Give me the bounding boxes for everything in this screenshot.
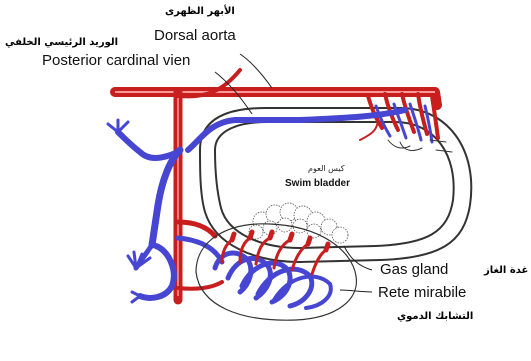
leader-rete-mirabile <box>340 290 372 292</box>
posterior-cardinal-arabic-label: الوريد الرئيسي الخلفي <box>5 37 118 48</box>
gas-gland-arabic-label: غدة الغاز <box>484 265 528 276</box>
gas-gland-label: Gas gland <box>380 261 448 278</box>
posterior-cardinal-label: Posterior cardinal vien <box>42 52 190 69</box>
swim-bladder-arabic-label: كيس العوم <box>308 164 345 173</box>
rete-mirabile-label: Rete mirabile <box>378 284 466 301</box>
leader-dorsal-aorta <box>240 54 272 88</box>
rete-mirabile-arabic-label: التشابك الدموي <box>397 311 473 322</box>
swim-bladder-label: Swim bladder <box>285 178 350 189</box>
dorsal-aorta-arabic-label: الأبهر الظهرى <box>165 6 235 17</box>
gas-gland-cluster <box>249 203 348 243</box>
posterior-rete-loops <box>215 232 331 308</box>
dorsal-aorta-label: Dorsal aorta <box>154 27 236 44</box>
